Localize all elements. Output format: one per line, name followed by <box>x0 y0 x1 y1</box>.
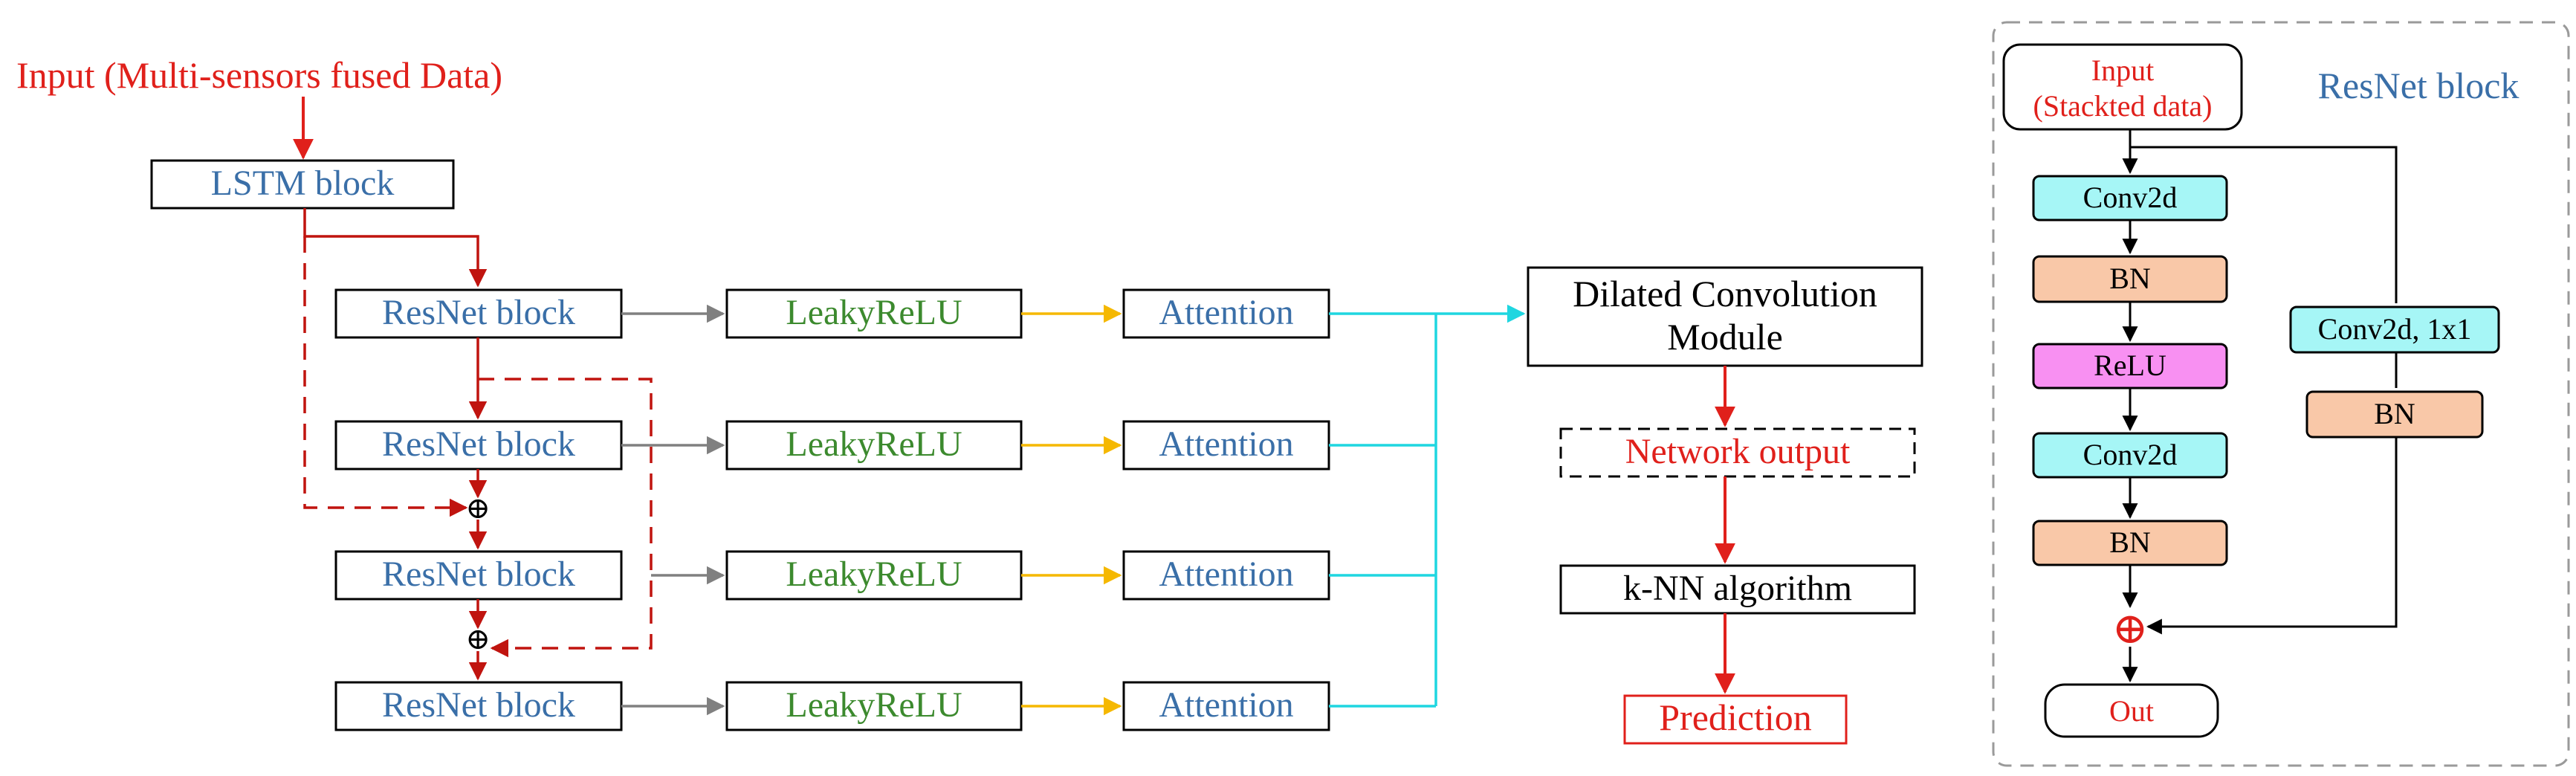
knn-block <box>1559 564 1916 615</box>
leakyrelu-block-2 <box>725 420 1023 471</box>
sum-node-2: ⊕ <box>465 622 491 656</box>
attention-block-2 <box>1122 420 1330 471</box>
detail-relu-label: ReLU <box>2094 349 2166 382</box>
detail-out-label: Out <box>2109 694 2154 728</box>
lstm-block-label: LSTM block <box>211 164 395 203</box>
attention-block-1-label: Attention <box>1159 293 1293 332</box>
detail-shortcut-path <box>2130 146 2398 303</box>
resnet-block-4-label: ResNet block <box>382 685 575 725</box>
detail-input-block <box>2002 43 2243 131</box>
main-flow: Input (Multi-sensors fused Data) LSTM bl… <box>16 54 1923 745</box>
detail-out-block <box>2044 683 2219 738</box>
attention-merge-lines <box>1329 312 1437 708</box>
dilated-convolution-label-line2: Module <box>1667 316 1783 358</box>
attention-block-2-label: Attention <box>1159 424 1293 464</box>
detail-sum-node: ⊕ <box>2112 604 2149 653</box>
detail-input-label-line2: (Stackted data) <box>2033 89 2213 123</box>
detail-input-label-line1: Input <box>2091 54 2154 87</box>
lstm-skip-dashed-arrow <box>303 236 468 517</box>
knn-label: k-NN algorithm <box>1623 569 1852 608</box>
detail-bn-1-label: BN <box>2109 262 2151 295</box>
lstm-to-resnet1-arrow <box>303 208 488 288</box>
leakyrelu-block-3-label: LeakyReLU <box>786 554 962 594</box>
resnet-skip-dashed-arrow <box>478 378 653 658</box>
leakyrelu-block-4 <box>725 681 1023 731</box>
prediction-block <box>1623 694 1848 745</box>
dilated-convolution-module <box>1527 266 1923 367</box>
resnet-block-3 <box>334 550 623 601</box>
resnet-block-2 <box>334 420 623 471</box>
detail-bn-2-label: BN <box>2109 526 2151 559</box>
prediction-label: Prediction <box>1659 696 1812 738</box>
resnet-detail-border <box>1992 21 2570 767</box>
dilated-convolution-label-line1: Dilated Convolution <box>1573 273 1877 314</box>
detail-conv2d-1-label: Conv2d <box>2083 181 2178 214</box>
detail-conv2d-2-label: Conv2d <box>2083 438 2178 471</box>
detail-conv2d-2 <box>2032 432 2228 479</box>
network-output-block <box>1559 427 1916 478</box>
detail-bn-1 <box>2032 255 2228 303</box>
detail-shortcut-conv-label: Conv2d, 1x1 <box>2318 312 2472 346</box>
resnet-block-1 <box>334 288 623 339</box>
resnet-block-2-label: ResNet block <box>382 424 575 464</box>
detail-shortcut-bn <box>2305 390 2484 439</box>
detail-bn-2 <box>2032 520 2228 566</box>
resnet-block-3-label: ResNet block <box>382 554 575 594</box>
leakyrelu-block-1 <box>725 288 1023 339</box>
lstm-block <box>150 159 455 210</box>
detail-conv2d-1 <box>2032 175 2228 222</box>
attention-block-3 <box>1122 550 1330 601</box>
detail-shortcut-to-sum-arrow <box>2146 437 2398 635</box>
leakyrelu-block-1-label: LeakyReLU <box>786 293 962 332</box>
attention-block-4 <box>1122 681 1330 731</box>
resnet-block-1-label: ResNet block <box>382 293 575 332</box>
network-output-label: Network output <box>1625 432 1851 471</box>
attention-block-4-label: Attention <box>1159 685 1293 725</box>
input-label: Input (Multi-sensors fused Data) <box>16 54 502 96</box>
resnet-detail-panel: ResNet block Input (Stackted data) Conv2… <box>1992 21 2570 767</box>
detail-shortcut-conv <box>2289 305 2500 354</box>
sum-node-1: ⊕ <box>465 491 491 525</box>
detail-relu <box>2032 343 2228 389</box>
attention-block-3-label: Attention <box>1159 554 1293 594</box>
resnet-detail-title: ResNet block <box>2318 65 2520 106</box>
leakyrelu-block-4-label: LeakyReLU <box>786 685 962 725</box>
leakyrelu-block-2-label: LeakyReLU <box>786 424 962 464</box>
detail-shortcut-bn-label: BN <box>2374 397 2415 430</box>
